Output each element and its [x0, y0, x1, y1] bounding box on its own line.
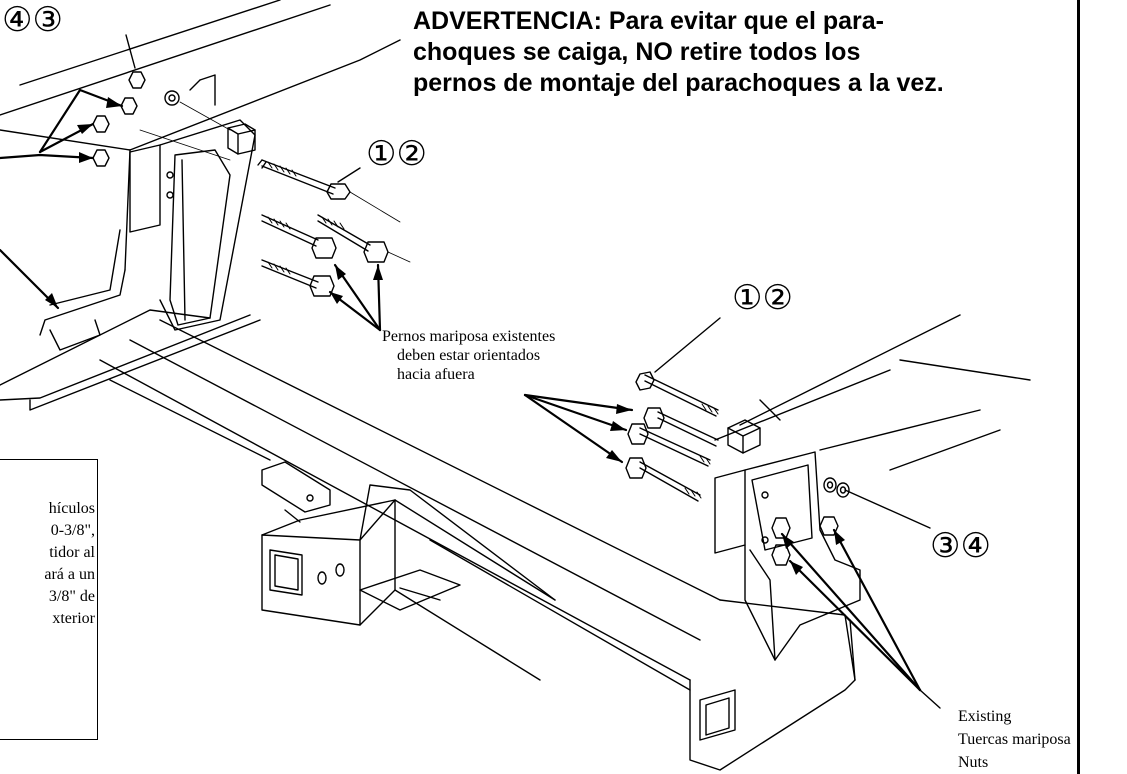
- warning-line-1: ADVERTENCIA: Para evitar que el para-: [413, 7, 884, 35]
- leader-lines: [0, 34, 941, 709]
- left-hitch-bracket: [0, 119, 261, 411]
- callout-right-washers: ③④: [930, 526, 991, 566]
- note-line-2: 0-3/8",: [50, 522, 95, 539]
- label-existing-nuts-line-2: Tuercas mariposa: [958, 731, 1071, 748]
- safety-chain-plate: [261, 461, 461, 611]
- left-nuts-washers: [92, 71, 231, 167]
- note-line-6: xterior: [52, 610, 95, 627]
- left-frame-rail: [0, 0, 401, 271]
- label-existing-nuts: Existing Tuercas mariposa Nuts: [958, 705, 1071, 774]
- callout-top-right-bolts: ①②: [366, 134, 427, 174]
- note-text: hículos 0-3/8", tidor al ará a un 3/8" d…: [0, 498, 95, 630]
- label-carriage-bolts-line-2: deben estar orientados: [397, 347, 541, 364]
- note-line-1: hículos: [48, 500, 95, 517]
- left-bolts: [257, 159, 411, 297]
- right-bolts: [625, 371, 719, 502]
- note-line-3: tidor al: [49, 544, 95, 561]
- label-carriage-bolts-line-1: Pernos mariposa existentes: [382, 328, 556, 345]
- left-spacer-blocks: [189, 74, 256, 155]
- right-spacer-block: [727, 419, 761, 454]
- label-existing-nuts-line-3: Nuts: [958, 754, 989, 771]
- receiver-tube: [261, 484, 556, 681]
- right-hitch-bracket: [714, 451, 861, 661]
- note-line-4: ará a un: [44, 566, 95, 583]
- warning-line-3: pernos de montaje del parachoques a la v…: [413, 69, 944, 97]
- label-carriage-bolts: Pernos mariposa existentes deben estar o…: [382, 327, 555, 384]
- label-carriage-bolts-line-3: hacia afuera: [397, 366, 475, 383]
- label-existing-nuts-line-1: Existing: [958, 708, 1012, 725]
- callout-middle-bolts: ①②: [732, 278, 793, 318]
- warning-text: ADVERTENCIA: Para evitar que el para- ch…: [413, 6, 1073, 99]
- callout-top-left: ④③: [2, 0, 63, 40]
- right-frame-rail: [714, 314, 1031, 471]
- warning-line-2: choques se caiga, NO retire todos los: [413, 38, 861, 66]
- note-box: hículos 0-3/8", tidor al ará a un 3/8" d…: [0, 459, 98, 740]
- page-edge-line: [1077, 0, 1080, 774]
- note-line-5: 3/8" de: [48, 588, 95, 605]
- arrowheads: [45, 97, 845, 575]
